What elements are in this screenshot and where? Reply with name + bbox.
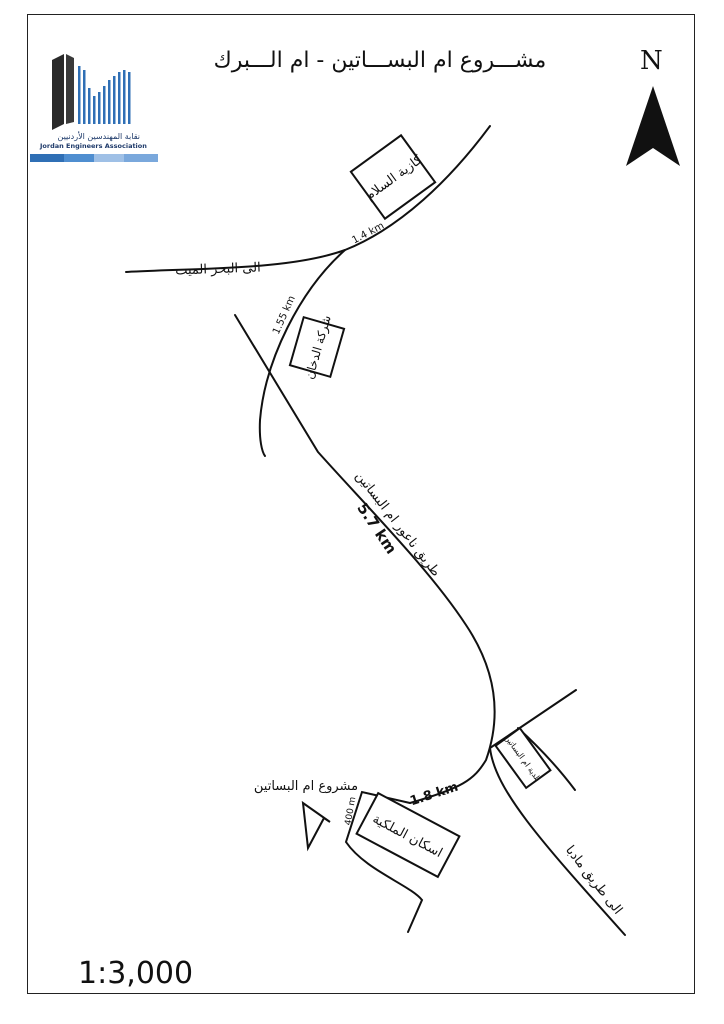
gas-station-box bbox=[349, 133, 437, 221]
royal-housing-box bbox=[355, 791, 461, 879]
tobacco-company-box bbox=[288, 315, 346, 379]
north-arrow-icon bbox=[626, 86, 680, 166]
scale-label: 1:3,000 bbox=[78, 956, 194, 991]
north-label: N bbox=[640, 46, 663, 76]
jea-logo: نقابة المهندسين الأردنيين Jordan Enginee… bbox=[30, 38, 158, 164]
label-dist-bottom: 1.8 km bbox=[408, 780, 460, 810]
road-housing bbox=[344, 790, 424, 933]
municipality-box bbox=[494, 726, 552, 790]
label-madaba: الى طريق مادبا bbox=[562, 843, 625, 918]
road-main bbox=[234, 314, 496, 804]
label-dist-top: 1.4 km bbox=[350, 220, 386, 246]
road-dead-sea bbox=[125, 125, 491, 273]
label-dead-sea: الى البحر الميت bbox=[175, 261, 261, 279]
label-project: مشروع ام البساتين bbox=[254, 779, 358, 794]
label-dist-project: 400 m bbox=[344, 796, 359, 826]
project-plot bbox=[301, 800, 331, 852]
logo-name-en: Jordan Engineers Association bbox=[40, 142, 147, 150]
map-frame bbox=[27, 14, 695, 994]
jea-logo-graphic bbox=[30, 54, 158, 162]
road-madaba bbox=[488, 689, 626, 936]
road-curve-left bbox=[258, 249, 346, 457]
logo-name-ar: نقابة المهندسين الأردنيين bbox=[57, 132, 140, 141]
map-title: مشـــروع ام البســـاتين - ام الـــبرك bbox=[213, 48, 547, 73]
